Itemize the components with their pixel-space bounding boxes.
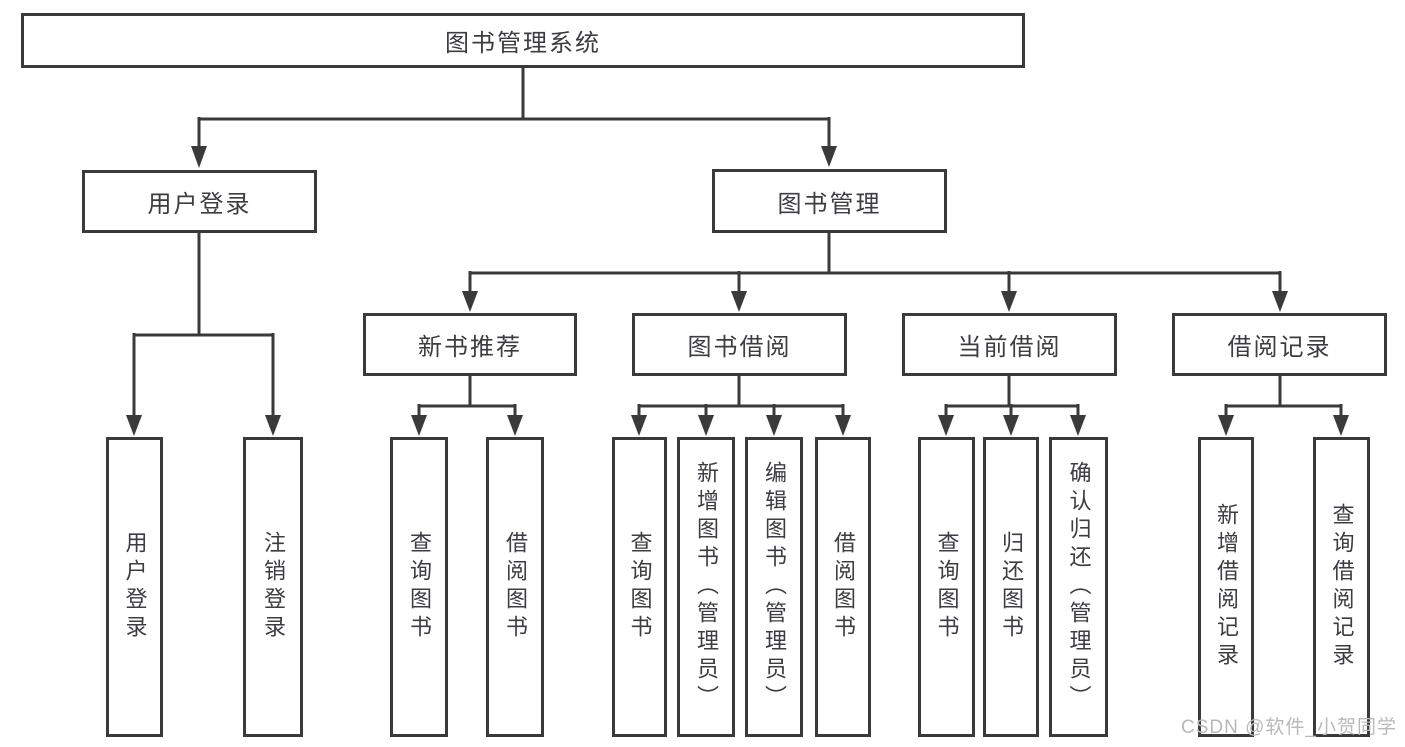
leaf-confirm-return-admin: 确认归还（管理员） [1049,437,1108,737]
node-label: 新增图书（管理员） [694,461,719,713]
node-label: 新增借阅记录 [1214,503,1239,671]
node-borrow-records: 借阅记录 [1172,313,1387,376]
node-label: 图书借阅 [687,334,792,361]
node-current-borrow: 当前借阅 [902,313,1117,376]
leaf-borrow-query-books: 查询图书 [612,437,667,737]
node-label: 借阅图书 [503,531,528,643]
node-label: 查询图书 [627,531,653,643]
node-label: 编辑图书（管理员） [762,461,787,713]
node-label: 查询图书 [934,531,960,643]
leaf-add-book-admin: 新增图书（管理员） [677,437,735,737]
node-label: 用户登录 [147,191,252,218]
node-label: 确认归还（管理员） [1066,461,1092,713]
node-book-management: 图书管理 [712,169,947,233]
leaf-user-login: 用户登录 [106,437,163,737]
node-label: 当前借阅 [957,334,1062,361]
leaf-logout: 注销登录 [243,437,303,737]
node-library-management-system: 图书管理系统 [21,13,1025,68]
arrowhead-icons [126,146,1349,436]
node-label: 查询借阅记录 [1329,503,1355,671]
node-label: 用户登录 [122,531,148,643]
node-label: 注销登录 [261,531,286,643]
node-user-login: 用户登录 [82,170,317,233]
node-label: 新书推荐 [418,334,522,361]
leaf-edit-book-admin: 编辑图书（管理员） [745,437,803,737]
node-label: 图书管理 [777,190,882,218]
node-book-borrow: 图书借阅 [632,313,847,376]
leaf-return-book: 归还图书 [983,437,1039,737]
node-label: 查询图书 [407,531,432,643]
node-label: 借阅记录 [1227,334,1332,361]
node-label: 图书管理系统 [445,30,601,57]
leaf-current-query-books: 查询图书 [918,437,975,737]
leaf-add-borrow-record: 新增借阅记录 [1198,437,1254,737]
leaf-borrow-book: 借阅图书 [815,437,871,737]
node-new-book-recommend: 新书推荐 [363,313,577,376]
node-label: 借阅图书 [831,531,856,643]
leaf-recommend-borrow-books: 借阅图书 [486,437,544,737]
leaf-recommend-query-books: 查询图书 [390,437,448,737]
leaf-query-borrow-record: 查询借阅记录 [1313,437,1370,737]
node-label: 归还图书 [999,531,1024,643]
